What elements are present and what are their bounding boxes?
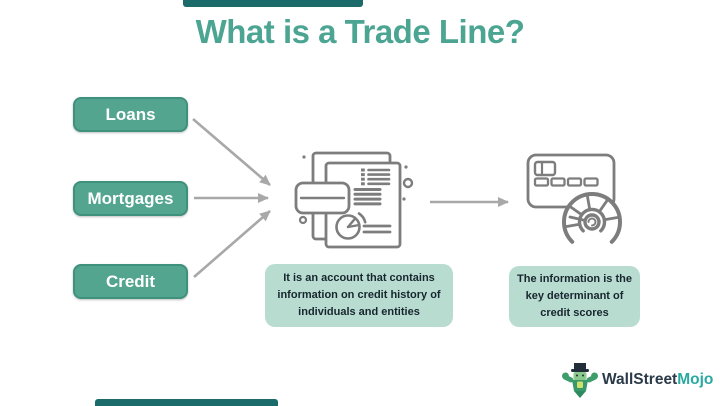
credit-card-with-score-gauge-icon [526, 153, 622, 244]
wallstreetmojo-wordmark: WallStreetMojo [602, 371, 713, 389]
source-box-mortgages: Mortgages [73, 181, 188, 216]
wallstreetmojo-logo: WallStreetMojo [560, 362, 713, 402]
source-box-credit-label: Credit [105, 271, 156, 291]
brand-primary-text: WallStreet [602, 371, 678, 388]
bottom-accent-bar [95, 399, 278, 406]
arrow-loans-to-document [192, 118, 271, 186]
callout-credit-score-text: The information is the key determinant o… [517, 272, 632, 320]
source-box-loans-label: Loans [105, 104, 156, 124]
brand-secondary-text: Mojo [677, 371, 714, 388]
callout-credit-score: The information is the key determinant o… [509, 266, 640, 327]
source-box-credit: Credit [73, 264, 188, 299]
wallstreetmojo-bull-mascot-icon [562, 363, 598, 398]
callout-tradeline-definition: It is an account that contains informati… [265, 264, 453, 327]
callout-tradeline-definition-text: It is an account that contains informati… [277, 271, 441, 319]
top-accent-bar [183, 0, 363, 7]
page-title: What is a Trade Line? [195, 13, 525, 50]
source-box-loans: Loans [73, 97, 188, 132]
source-box-mortgages-label: Mortgages [87, 188, 174, 208]
credit-report-document-icon [294, 151, 414, 249]
arrow-credit-to-document [193, 210, 271, 278]
